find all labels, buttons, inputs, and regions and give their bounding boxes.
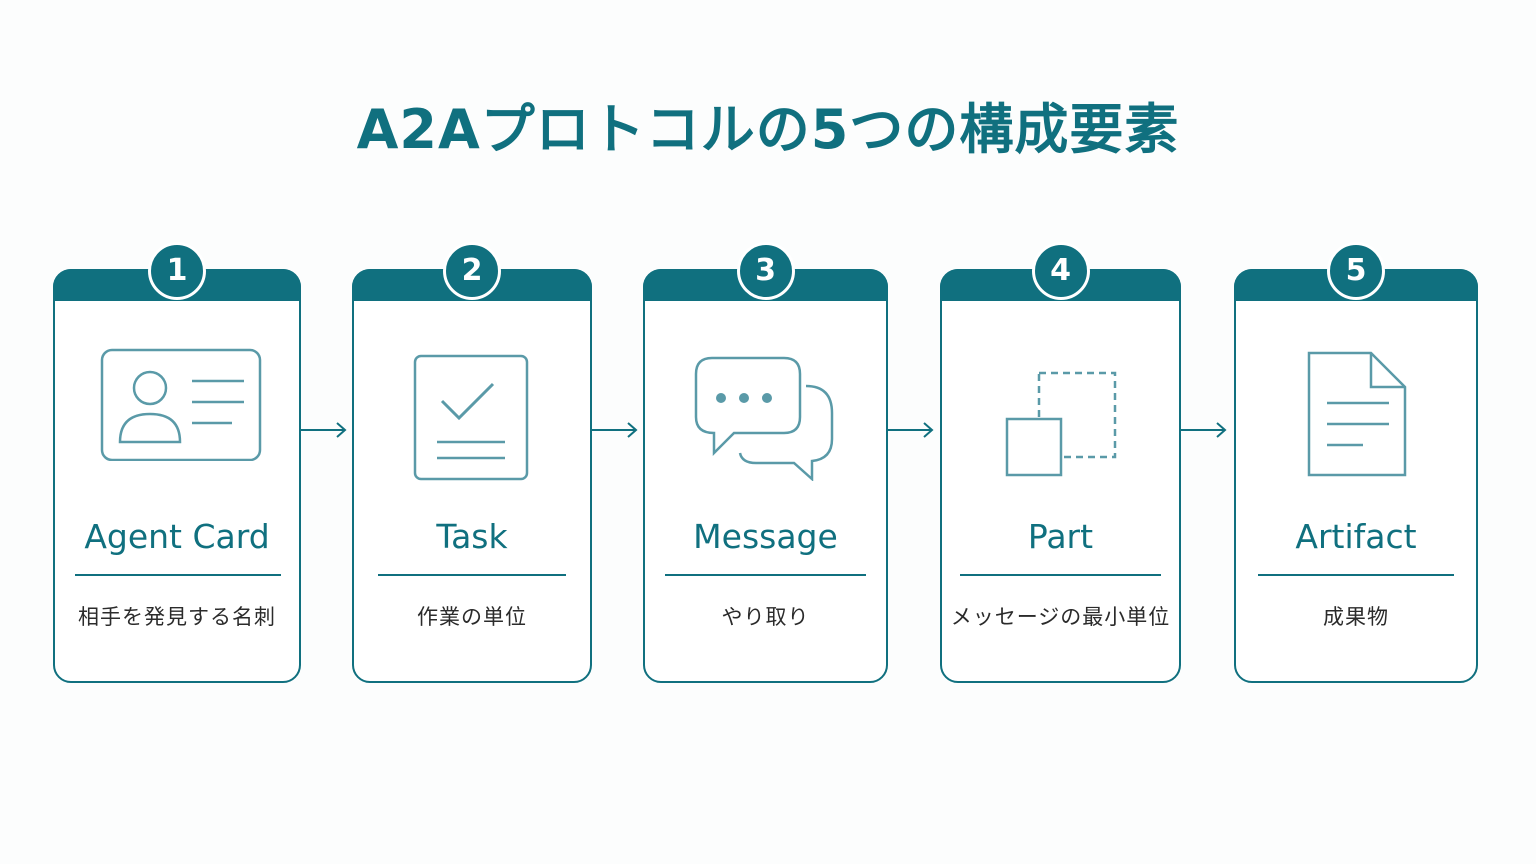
- component-name: Artifact: [1295, 517, 1417, 556]
- flow-arrow-icon: [1181, 422, 1227, 438]
- checklist-icon: [354, 341, 590, 491]
- chat-bubbles-icon: [645, 341, 886, 491]
- component-name: Task: [436, 517, 508, 556]
- document-icon: [1236, 341, 1476, 491]
- divider: [378, 574, 566, 576]
- flow-arrow-icon: [301, 422, 347, 438]
- id-card-icon: [55, 341, 299, 491]
- divider: [1258, 574, 1454, 576]
- component-card-artifact: 5 Artifact 成果物: [1234, 242, 1478, 683]
- component-description: 作業の単位: [417, 605, 527, 629]
- component-card-agent-card: 1 Agent Card 相手を発見する名刺: [53, 242, 301, 683]
- divider: [665, 574, 866, 576]
- component-name: Message: [693, 517, 838, 556]
- step-number-badge: 1: [148, 242, 206, 300]
- component-card-part: 4 Part メッセージの最小単位: [940, 242, 1181, 683]
- step-number-badge: 2: [443, 242, 501, 300]
- component-description: やり取り: [721, 605, 810, 629]
- component-name: Part: [1027, 517, 1094, 556]
- component-card-task: 2 Task 作業の単位: [352, 242, 592, 683]
- component-description: メッセージの最小単位: [950, 605, 1171, 629]
- divider: [960, 574, 1161, 576]
- component-description: 成果物: [1323, 605, 1389, 629]
- flow-arrow-icon: [888, 422, 934, 438]
- flow-arrow-icon: [592, 422, 638, 438]
- diagram-title: A2Aプロトコルの5つの構成要素: [356, 98, 1180, 161]
- part-squares-icon: [942, 341, 1179, 491]
- step-number-badge: 5: [1327, 242, 1385, 300]
- component-description: 相手を発見する名刺: [78, 605, 276, 629]
- component-name: Agent Card: [84, 517, 270, 556]
- step-number-badge: 3: [736, 242, 795, 300]
- divider: [75, 574, 281, 576]
- step-number-badge: 4: [1031, 242, 1090, 300]
- component-card-message: 3 Message やり取り: [643, 242, 888, 683]
